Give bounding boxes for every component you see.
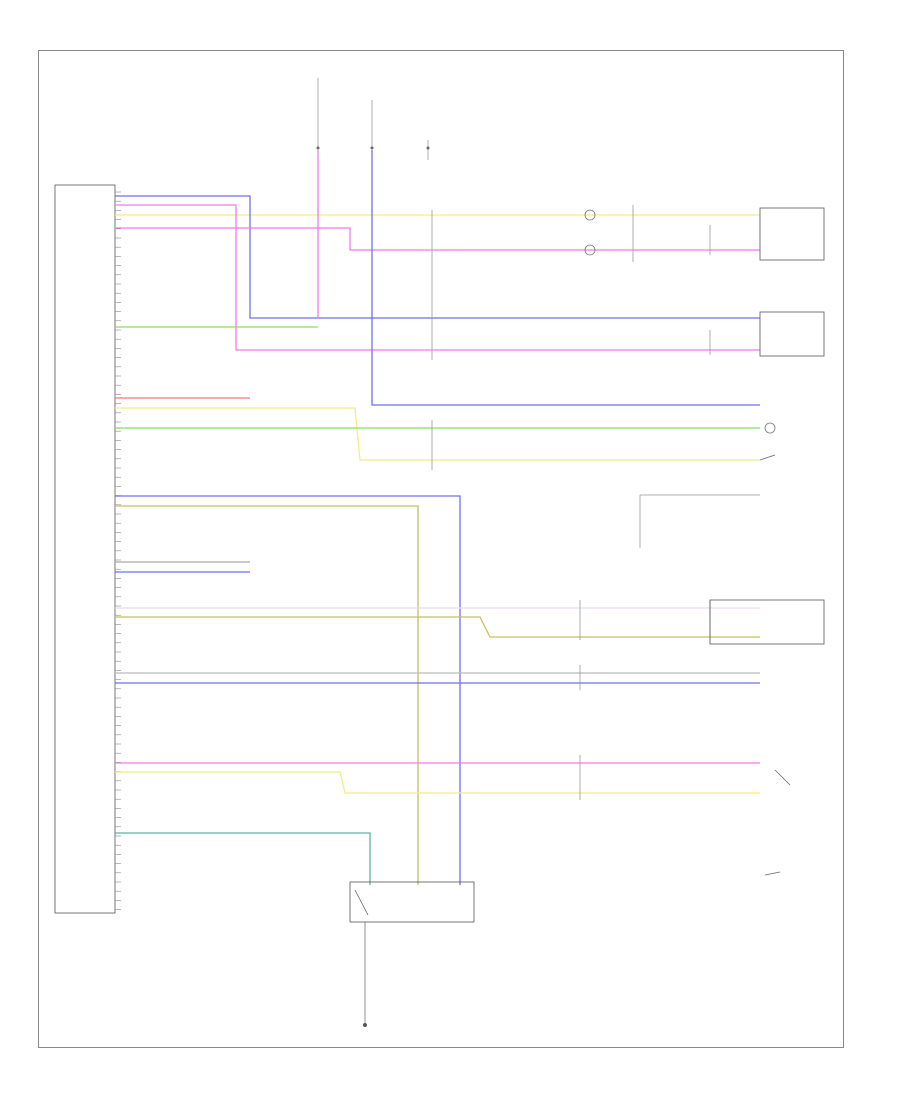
bottom-module — [349, 881, 475, 923]
wire-yellow — [115, 771, 760, 794]
left-module — [54, 184, 116, 914]
wire-blue — [115, 195, 760, 319]
wire-olive — [115, 505, 419, 885]
switch-symbols — [759, 454, 791, 876]
pin-ticks — [115, 191, 121, 910]
connector-circles — [584, 209, 776, 434]
wire-teal — [115, 832, 371, 885]
diagram-frame — [38, 50, 844, 1048]
wire-pink — [115, 227, 760, 251]
ground-path — [363, 922, 367, 1027]
wire-pink — [115, 204, 760, 351]
right-components — [709, 207, 825, 645]
fuse-box — [316, 78, 430, 160]
wire-yellow — [115, 407, 760, 461]
wire-olive — [115, 616, 760, 638]
wire-blue — [115, 495, 461, 885]
wire-blue — [371, 150, 760, 406]
splices — [431, 205, 711, 800]
wires — [115, 150, 760, 885]
